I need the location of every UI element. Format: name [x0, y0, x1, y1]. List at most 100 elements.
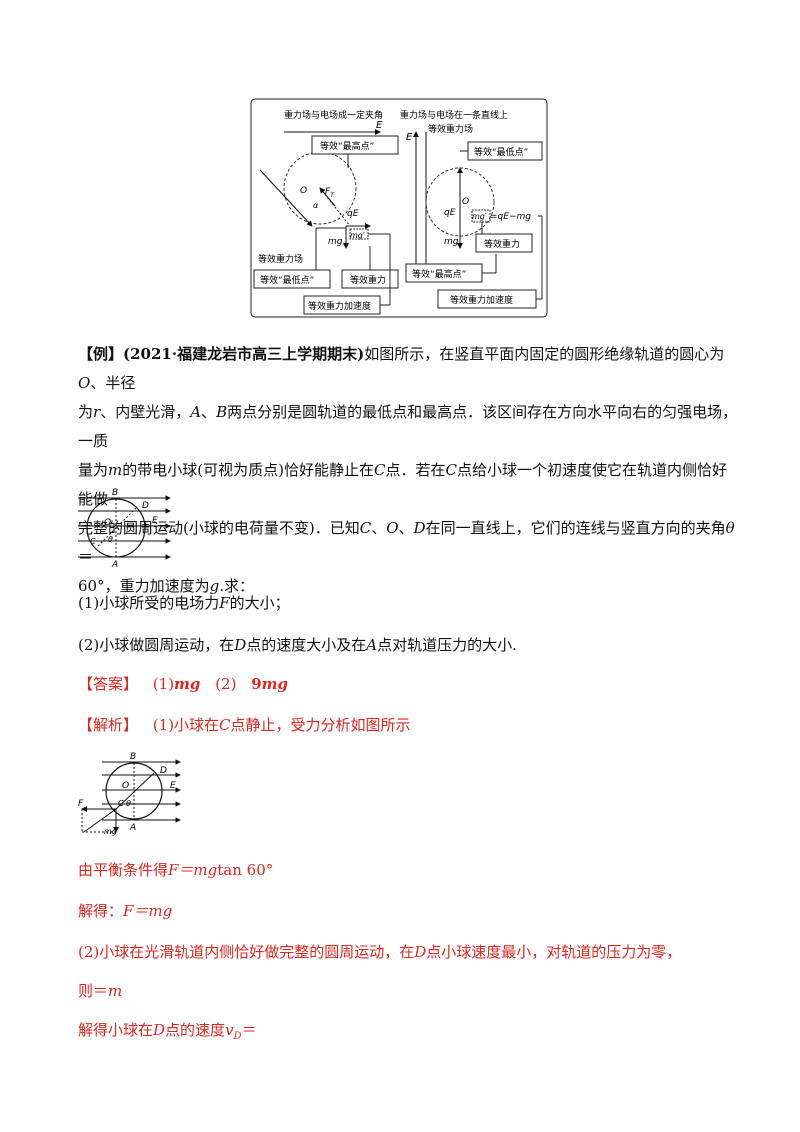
left-o-label: O [300, 186, 307, 196]
label-e: E [152, 516, 158, 526]
example-problem: 【例】(2021·福建龙岩市高三上学期期末)如图所示，在竖直平面内固定的圆形绝缘… [78, 340, 738, 601]
field-lines [78, 495, 171, 560]
box-eq-low-left [253, 269, 331, 289]
box-eq-accel-left-text: 等效重力加速度 [308, 300, 371, 312]
example-text-5a: 60°，重力加速度为 [78, 577, 210, 595]
example-tag: 【例】 [78, 345, 124, 363]
example-text-3a: 量为 [78, 461, 109, 479]
label-d-3: D [160, 766, 167, 776]
box-eq-accel-right-text: 等效重力加速度 [450, 294, 513, 306]
answer-mg-2: mg [261, 675, 289, 693]
box-eq-gravity-right [475, 233, 533, 253]
figure-equivalent-gravity: 重力场与电场成一定夹角 E O FT α qE mg mg′ 等效“最高点” 等… [250, 98, 548, 318]
box-eq-high-left [311, 135, 399, 155]
example-line-1: 【例】(2021·福建龙岩市高三上学期期末)如图所示，在竖直平面内固定的圆形绝缘… [78, 340, 738, 398]
example-line-3: 量为m的带电小球(可视为质点)恰好能静止在C点．若在C点给小球一个初速度使它在轨… [78, 456, 738, 514]
solution-s3b: 点小球速度最小，对轨道的压力为零， [426, 943, 682, 961]
q2-var-a: A [366, 636, 378, 654]
answer-mg: mg [174, 675, 201, 693]
q2-text-c: 点对轨道压力的大小. [377, 636, 517, 654]
left-mg-label: mg [328, 237, 343, 247]
analysis-text-a: (1)小球在 [152, 716, 220, 734]
solution-line-4: 则＝m [78, 977, 738, 1006]
example-text-1: 如图所示，在竖直平面内固定的圆形绝缘轨道的圆心为 [364, 345, 725, 363]
right-mgp-label: mg′ [472, 212, 487, 221]
example-text-4a: 完整的圆周运动(小球的电荷量不变)．已知 [78, 519, 360, 537]
solution-s3-d: D [414, 943, 427, 961]
question-1: (1)小球所受的电场力F的大小； [78, 589, 738, 618]
example-source: (2021·福建龙岩市高三上学期期末) [123, 345, 365, 363]
answer-a1: (1) [152, 675, 175, 693]
box-eq-low-right-text: 等效“最低点” [474, 146, 528, 158]
left-ft-arrow [319, 187, 336, 207]
example-text-3c: 点．若在 [385, 461, 446, 479]
left-mgp-label: mg′ [350, 231, 365, 240]
solution-line-1: 由平衡条件得F＝mgtan 60° [78, 856, 738, 885]
label-o: O [104, 518, 111, 528]
answer: 【答案】 (1)mg (2) 9mg [78, 670, 738, 699]
answer-a2-value: 9 [251, 675, 262, 693]
left-circle [283, 151, 357, 225]
q1-text-b: 的大小； [229, 594, 290, 612]
field-lines-3 [102, 759, 181, 823]
label-theta-3: θ [126, 799, 131, 808]
solution-s5-d: D [153, 1021, 166, 1039]
example-text-4b: 在同一直线上，它们的连线与竖直方向的夹角 [425, 519, 726, 537]
left-e-label: E [376, 120, 383, 131]
example-text-5b: .求： [219, 577, 254, 595]
cod-line [97, 507, 137, 547]
label-o-3: O [122, 781, 129, 791]
q1-text-a: (1)小球所受的电场力 [78, 594, 220, 612]
example-text-2c: 两点分别是圆轨道的最低点和最高点．该区间存在方向水平向右的匀强电场，一质 [78, 403, 738, 450]
q1-var-f: F [219, 594, 230, 612]
right-title: 重力场与电场在一条直线上 [400, 109, 508, 121]
var-c-3: C [359, 519, 372, 537]
label-f-3: F [78, 799, 84, 809]
var-m: m [108, 461, 123, 479]
example-text-2a: 为 [78, 403, 94, 421]
example-line-5: 60°，重力加速度为g.求： [78, 572, 738, 601]
figure-force-analysis: B D O E F C θ mg A [78, 752, 181, 836]
example-line-2: 为r、内壁光滑，A、B两点分别是圆轨道的最低点和最高点．该区间存在方向水平向右的… [78, 398, 738, 456]
solution-s4a: 则＝ [78, 982, 109, 1000]
solution-s5b: 点的速度 [165, 1021, 226, 1039]
left-alpha-label: α [313, 201, 319, 210]
var-g: g [209, 577, 220, 595]
label-c-3: C [118, 799, 124, 808]
answer-a2: (2) [215, 675, 237, 693]
right-qe-label: qE [444, 208, 456, 218]
right-circle [425, 167, 495, 237]
var-o-2: O [386, 519, 399, 537]
solution-s5-v: v [225, 1021, 234, 1039]
solution-line-2: 解得：F＝mg [78, 897, 738, 926]
solution-s4-m: m [108, 982, 123, 1000]
box-eq-low-left-text: 等效“最低点” [260, 274, 314, 286]
solution-s2: 解得： [78, 902, 124, 920]
label-theta: θ [108, 535, 113, 544]
right-o-label: O [462, 197, 469, 207]
left-ft-label: FT [325, 187, 335, 199]
analysis-var-c: C [219, 716, 231, 734]
analysis-heading: 【解析】 (1)小球在C点静止，受力分析如图所示 [78, 711, 738, 740]
right-qe-minus-mg: =qE−mg [490, 212, 531, 222]
q2-text-b: 点的速度大小及在 [246, 636, 367, 654]
left-title: 重力场与电场成一定夹角 [284, 109, 383, 121]
question-2: (2)小球做圆周运动，在D点的速度大小及在A点对轨道压力的大小. [78, 631, 738, 660]
var-b: B [216, 403, 228, 421]
left-diagonal [259, 169, 313, 227]
example-text-1b: 、半径 [90, 374, 136, 392]
var-theta: θ [725, 519, 735, 537]
solution-s1-eq: F＝mg [168, 861, 218, 879]
solution-s3a: (2)小球在光滑轨道内侧恰好做完整的圆周运动，在 [78, 943, 415, 961]
label-c: C [90, 537, 96, 546]
var-d: D [413, 519, 426, 537]
label-e-3: E [170, 781, 176, 791]
figure-frame [250, 98, 548, 318]
solution-line-3: (2)小球在光滑轨道内侧恰好做完整的圆周运动，在D点小球速度最小，对轨道的压力为… [78, 938, 738, 967]
label-b: B [112, 488, 118, 498]
right-subtitle: 等效重力场 [428, 123, 473, 135]
example-text-3b: 的带电小球(可视为质点)恰好能静止在 [122, 461, 374, 479]
cod-line-3 [115, 772, 155, 810]
eq-gravity-field-label: 等效重力场 [258, 253, 303, 265]
right-e-label: E [406, 132, 413, 143]
